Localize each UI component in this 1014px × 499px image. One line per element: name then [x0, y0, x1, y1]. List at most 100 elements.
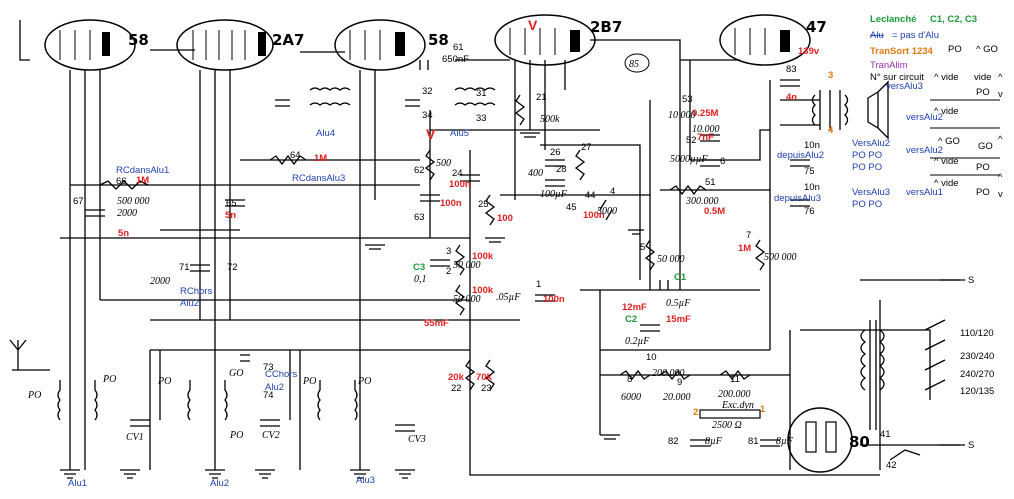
tube-labels: 58 2A7 58 2B7 47 80	[128, 18, 870, 451]
part-9: 9	[677, 377, 682, 388]
part-6: 6	[720, 156, 725, 167]
red-05m: 0.5M	[704, 206, 725, 217]
switch-position-grid: PO ^ vide ^ vide ^ GO ^ vide ^ vide ^ GO…	[930, 44, 1003, 200]
red-1m-a: 1M	[136, 175, 149, 186]
green-c3: C3	[413, 262, 425, 273]
part-02uf: 0.2µF	[625, 336, 650, 347]
red-100n-d: 100n	[583, 210, 605, 221]
part-100uf: 100µF	[540, 189, 568, 200]
part-34: 34	[422, 110, 433, 121]
orange-2: 2	[693, 407, 698, 418]
red-100n-b: 100n	[440, 198, 462, 209]
blue-labels: RCdansAlu1 RCdansAlu3 RChors Alu2 CChors…	[68, 81, 943, 489]
green-c2: C2	[625, 314, 637, 325]
part-5000: 5000	[597, 206, 617, 217]
label-versalu2-c: versAlu2	[906, 145, 943, 156]
part-10n-b: 10n	[804, 182, 820, 193]
label-s-bottom: S	[968, 440, 974, 451]
part-22: 22	[451, 383, 462, 394]
orange-3: 3	[828, 70, 833, 81]
part-50000-b: 50 000	[453, 294, 481, 305]
label-240-270: 240/270	[960, 369, 994, 380]
legend-leclanche: Leclanché	[870, 14, 916, 25]
part-01: 0,1	[414, 274, 427, 285]
tube-2b7	[494, 14, 596, 66]
part-82: 82	[668, 436, 679, 447]
green-c1: C1	[674, 272, 687, 283]
red-labels: 1M 1M 5n 5n 100n 100n 100n 100n 100 100k…	[118, 17, 820, 383]
part-650nf: 650nF	[442, 54, 469, 65]
label-cv2: CV2	[262, 430, 280, 441]
red-100k-a: 100k	[472, 251, 494, 262]
part-24: 24	[452, 168, 463, 179]
red-12mf: 12mF	[622, 302, 647, 313]
grid-c2-0: ^ GO	[976, 44, 998, 55]
label-versalu1: versAlu1	[906, 187, 943, 198]
label-alu2-a: Alu2	[180, 298, 199, 309]
part-71: 71	[179, 262, 190, 273]
tube-58-b	[334, 19, 426, 71]
label-po-6: PO	[229, 430, 243, 441]
red-139v: 139v	[798, 46, 820, 57]
label-alu2-b: Alu2	[265, 382, 284, 393]
part-10000-b: 10.000	[692, 124, 720, 135]
part-11: 11	[730, 374, 740, 385]
tube-47	[719, 14, 811, 66]
label-230-240: 230/240	[960, 351, 994, 362]
red-v-2: V	[426, 126, 436, 142]
label-po-3: PO	[157, 376, 171, 387]
part-500: 500	[436, 158, 451, 169]
grid-c3-4: ^	[998, 172, 1003, 183]
part-67: 67	[73, 196, 84, 207]
orange-labels: 1 2 3 4	[693, 70, 834, 418]
part-63: 63	[414, 212, 425, 223]
part-28: 28	[556, 164, 567, 175]
orange-1: 1	[760, 404, 766, 415]
grid-c3-1: ^	[998, 72, 1003, 83]
tube-label-2b7: 2B7	[590, 18, 622, 36]
tube-label-58-a: 58	[128, 31, 149, 49]
red-100: 100	[497, 213, 513, 224]
label-alu3-bottom: Alu3	[356, 475, 375, 486]
legend-leclanche-caps: C1, C2, C3	[930, 14, 977, 25]
grid-c3-5: v	[998, 189, 1003, 200]
red-100k-b: 100k	[472, 285, 494, 296]
label-rcdansalu1: RCdansAlu1	[116, 165, 169, 176]
label-cv1: CV1	[126, 432, 144, 443]
grid-c3-3: ^	[998, 134, 1003, 145]
part-25: 25	[478, 199, 489, 210]
grid-c1-5: ^ vide	[934, 178, 959, 189]
label-rchors: RChors	[180, 286, 212, 297]
part-83: 83	[786, 64, 797, 75]
grid-c2-4: PO	[976, 162, 990, 173]
legend-transort: TranSort 1234	[870, 46, 934, 57]
red-5n-a: 5n	[118, 228, 129, 239]
part-73: 73	[263, 362, 274, 373]
label-rcdansalu3: RCdansAlu3	[292, 173, 345, 184]
part-2500: 2500 Ω	[712, 420, 742, 431]
resistors	[99, 94, 766, 391]
part-51: 51	[705, 177, 716, 188]
part-42: 42	[886, 460, 897, 471]
part-66: 66	[116, 176, 127, 187]
label-go: GO	[229, 368, 243, 379]
part-23: 23	[481, 383, 492, 394]
grid-c2-2: PO	[976, 87, 990, 98]
red-100n-a: 100n	[449, 179, 471, 190]
label-110-120: 110/120	[960, 328, 994, 339]
label-versalu2-b: versAlu2	[906, 112, 943, 123]
part-53: 53	[682, 94, 693, 105]
grid-c2-3: GO	[978, 141, 993, 152]
part-74: 74	[263, 390, 274, 401]
part-3: 3	[446, 246, 451, 257]
part-6000: 6000	[621, 392, 641, 403]
part-27: 27	[581, 142, 592, 153]
red-15mf: 15mF	[666, 314, 691, 325]
part-8uf-a: 8µF	[705, 436, 723, 447]
part-500000-b: 500 000	[764, 252, 797, 263]
part-500k: 500k	[540, 114, 560, 125]
part-8: 8	[627, 374, 632, 385]
part-45: 45	[566, 202, 577, 213]
label-depuisalu2: depuisAlu2	[777, 150, 824, 161]
